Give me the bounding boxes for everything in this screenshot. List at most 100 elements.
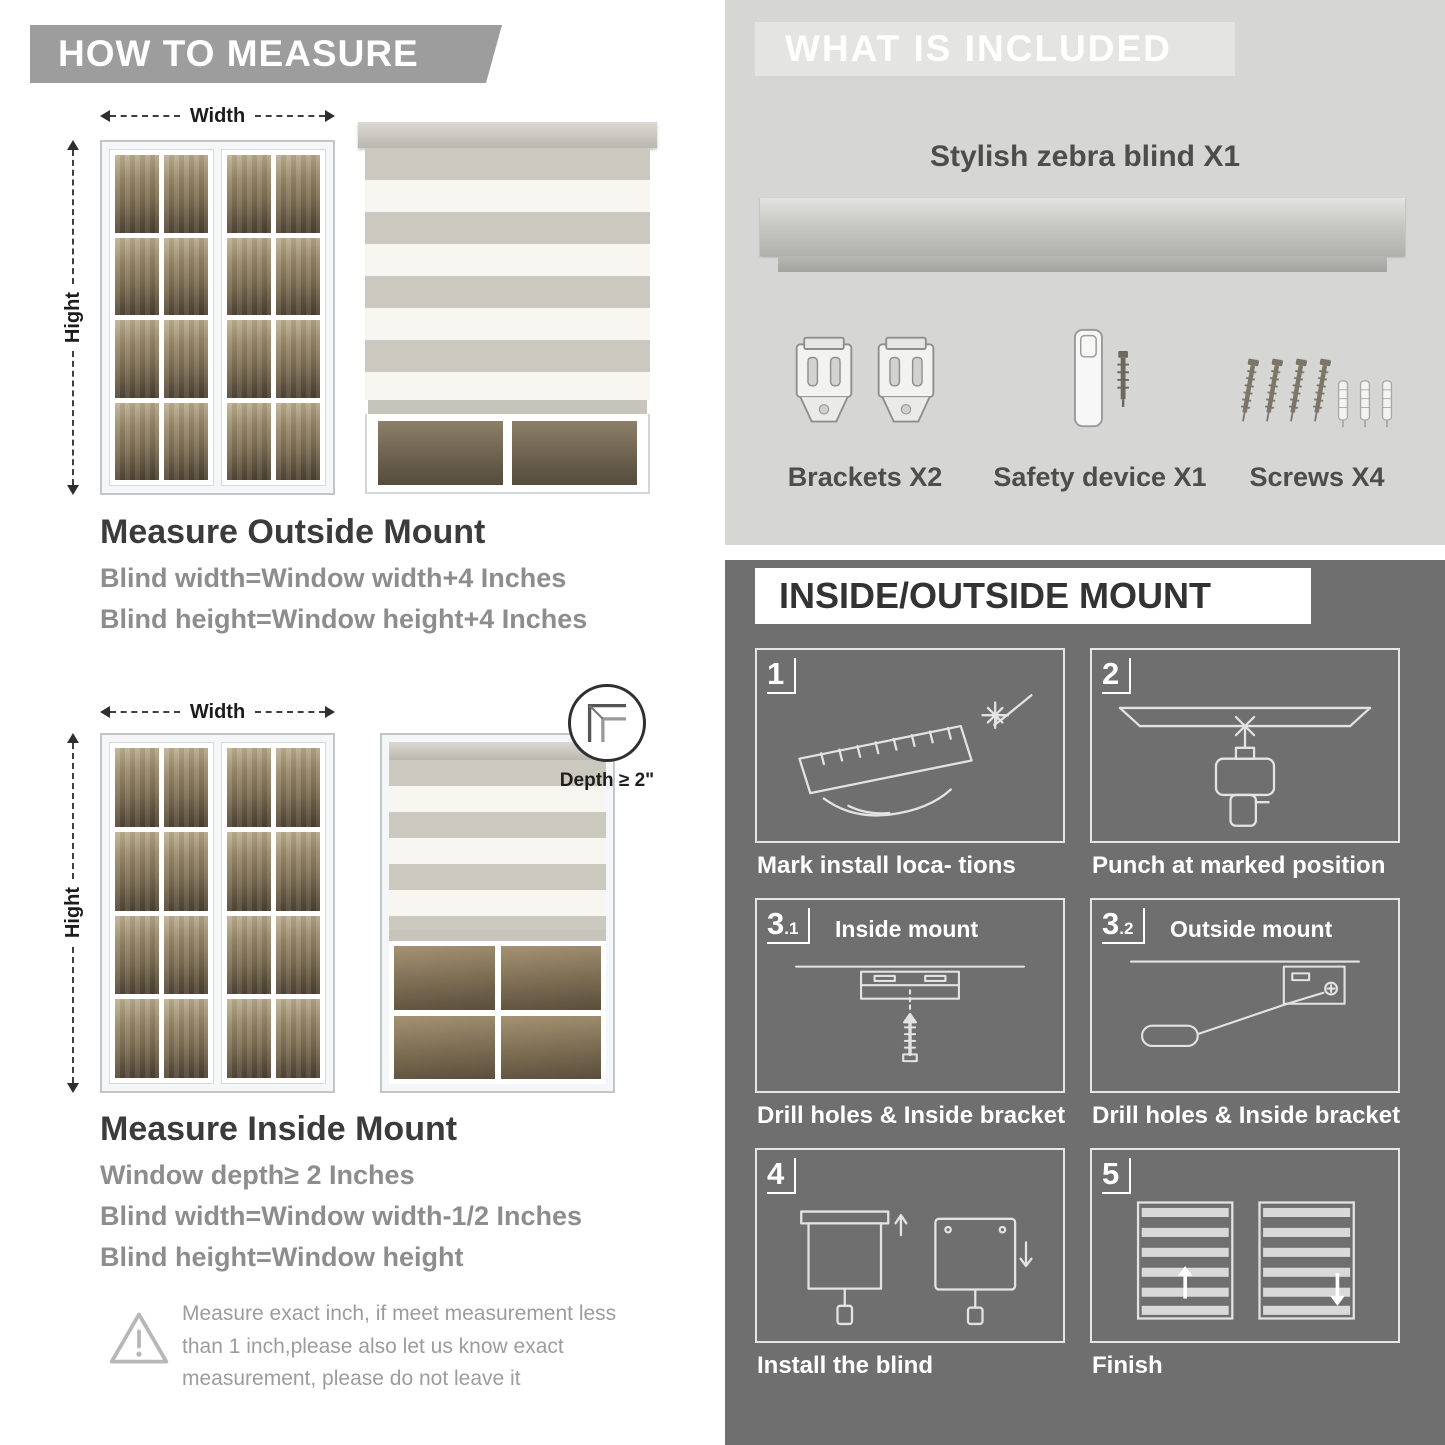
step-box-3-2: 3.2 Outside mount <box>1090 898 1400 1093</box>
width-label: Width <box>189 104 246 127</box>
window-pane <box>227 915 271 995</box>
screws-label: Screws X4 <box>1249 462 1385 492</box>
window-pane <box>115 155 159 233</box>
window-pane <box>276 155 320 233</box>
step-box-4: 4 <box>755 1148 1065 1343</box>
window-pane <box>115 831 159 911</box>
step-number: 3.1 <box>767 908 811 944</box>
how-to-measure-header: HOW TO MEASURE <box>30 25 502 83</box>
arrowhead-right-icon <box>325 706 336 718</box>
width-arrow: Width <box>100 104 336 127</box>
zebra-blind-inside-illustration <box>380 733 615 1093</box>
step-number: 2 <box>1102 658 1132 694</box>
window-pane <box>500 1015 601 1079</box>
anchor-icon <box>1381 380 1393 428</box>
blind-cassette <box>358 122 657 148</box>
screws-image <box>1222 348 1412 432</box>
width-label: Width <box>189 700 246 723</box>
step-number: 5 <box>1102 1158 1132 1194</box>
window-pane <box>276 748 320 827</box>
step-number: 1 <box>767 658 797 694</box>
finished-blinds-icon <box>1092 1180 1398 1341</box>
window-pane <box>164 402 208 480</box>
inside-mount-formula-height: Blind height=Window height <box>100 1242 464 1272</box>
window-pane <box>164 748 208 827</box>
step-title: Inside mount <box>835 916 979 942</box>
window-pane <box>227 237 271 315</box>
window-pane <box>378 421 503 485</box>
window-pane <box>276 999 320 1078</box>
step-box-2: 2 <box>1090 648 1400 843</box>
window-pane <box>276 915 320 995</box>
safety-device-icon <box>1073 328 1129 428</box>
warning-icon <box>106 1308 172 1375</box>
window-pane <box>164 155 208 233</box>
window-sash <box>221 149 326 486</box>
window-pane <box>276 402 320 480</box>
window-pane <box>164 320 208 398</box>
window-sash <box>109 149 214 486</box>
height-label: Hight <box>61 291 84 344</box>
safety-device-label: Safety device X1 <box>993 462 1207 492</box>
mount-header: INSIDE/OUTSIDE MOUNT <box>755 568 1311 624</box>
window-pane <box>164 999 208 1078</box>
step-caption: Drill holes & Inside bracket <box>1092 1102 1401 1129</box>
window-pane <box>164 237 208 315</box>
blind-stripes <box>365 148 650 400</box>
arrowhead-up-icon <box>67 140 79 150</box>
step-caption: Install the blind <box>757 1352 934 1379</box>
zebra-blind-cassette-underbar <box>778 256 1387 272</box>
window-pane <box>115 999 159 1078</box>
inside-mount-title: Measure Inside Mount <box>100 1110 458 1148</box>
window-sash <box>109 742 214 1084</box>
window-pane <box>227 155 271 233</box>
window-illustration-outside <box>100 140 335 495</box>
what-is-included-header: WHAT IS INCLUDED <box>755 22 1235 76</box>
window-pane <box>227 831 271 911</box>
window-pane <box>227 402 271 480</box>
outside-mount-title: Measure Outside Mount <box>100 513 486 551</box>
blind-cassette <box>389 742 606 760</box>
window-pane <box>115 915 159 995</box>
step-caption: Punch at marked position <box>1092 852 1386 879</box>
arrowhead-up-icon <box>67 733 79 743</box>
window-pane <box>500 946 601 1010</box>
height-label: Hight <box>61 887 84 939</box>
window-sash <box>221 742 326 1084</box>
inside-bracket-screw-icon <box>757 930 1063 1091</box>
depth-callout-icon <box>568 684 646 762</box>
anchor-icon <box>1337 380 1349 428</box>
window-pane <box>276 320 320 398</box>
arrowhead-down-icon <box>67 1083 79 1093</box>
install-blind-icon <box>757 1180 1063 1341</box>
window-pane <box>164 915 208 995</box>
depth-callout-label: Depth ≥ 2" <box>559 770 655 791</box>
drill-icon <box>1092 680 1398 841</box>
arrowhead-left-icon <box>100 706 110 718</box>
window-pane <box>276 237 320 315</box>
safety-device-image <box>990 326 1210 432</box>
zebra-blind-outside-illustration <box>358 122 657 494</box>
window-pane <box>115 237 159 315</box>
outside-mount-formula-height: Blind height=Window height+4 Inches <box>100 604 588 634</box>
step-number: 4 <box>767 1158 797 1194</box>
window-pane <box>394 946 495 1010</box>
blind-bottom-rail <box>368 400 647 414</box>
step-box-3-1: 3.1 Inside mount <box>755 898 1065 1093</box>
arrowhead-left-icon <box>100 110 110 122</box>
step-caption: Finish <box>1092 1352 1163 1379</box>
screw-icon <box>1312 358 1331 422</box>
anchor-icon <box>1359 380 1371 428</box>
window-pane <box>227 999 271 1078</box>
window-pane <box>227 320 271 398</box>
blind-bottom-rail <box>389 930 606 941</box>
step-title: Outside mount <box>1170 916 1333 942</box>
window-illustration-inside <box>100 733 335 1093</box>
height-arrow: Hight <box>62 733 84 1093</box>
outside-mount-formula-width: Blind width=Window width+4 Inches <box>100 563 567 593</box>
screw-icon <box>1264 358 1283 422</box>
window-pane <box>394 1015 495 1079</box>
window-below-blind <box>389 941 606 1084</box>
inside-mount-depth-rule: Window depth≥ 2 Inches <box>100 1160 415 1190</box>
